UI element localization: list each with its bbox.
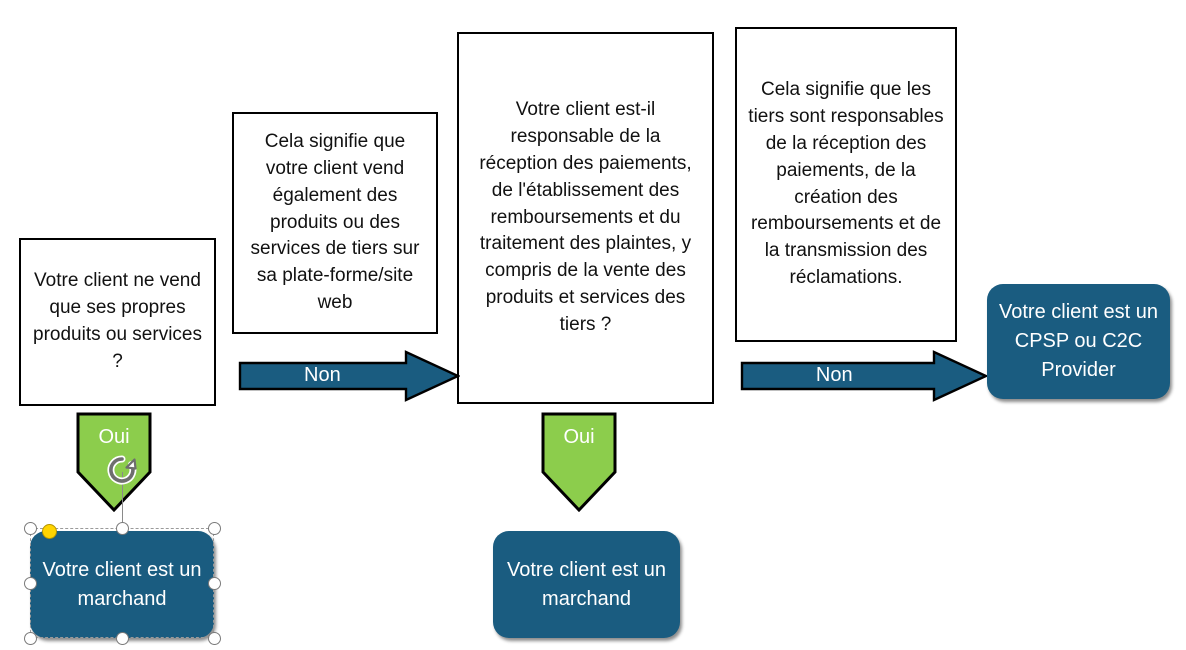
question-box-own-products-text: Votre client ne vend que ses propres pro… [33,270,202,372]
question-box-payment-responsibility[interactable]: Votre client est-il responsable de la ré… [457,32,714,404]
resize-handle-bottom-right[interactable] [207,631,221,645]
arrow-non-2[interactable]: Non [740,350,988,402]
arrow-non-2-shape [740,350,988,402]
result-box-merchant-middle-text: Votre client est un marchand [507,558,666,610]
resize-handle-top-right[interactable] [207,521,221,535]
note-box-third-parties-responsible-text: Cela signifie que les tiers sont respons… [748,78,944,289]
result-box-merchant-middle[interactable]: Votre client est un marchand [493,531,680,638]
corner-radius-adjust-handle[interactable] [41,523,57,539]
note-box-third-parties-responsible[interactable]: Cela signifie que les tiers sont respons… [735,27,957,342]
result-box-merchant-left[interactable]: Votre client est un marchand [30,531,214,638]
rotate-icon-glyph [107,455,137,485]
arrow-non-1[interactable]: Non [238,350,460,402]
result-box-cpsp-c2c-text: Votre client est un CPSP ou C2C Provider [999,301,1158,381]
note-box-third-party-platform-text: Cela signifie que votre client vend égal… [250,130,420,314]
note-box-third-party-platform[interactable]: Cela signifie que votre client vend égal… [232,112,438,334]
arrow-oui-2-shape [541,412,617,512]
result-box-cpsp-c2c[interactable]: Votre client est un CPSP ou C2C Provider [987,284,1170,399]
resize-handle-middle-left[interactable] [23,576,37,590]
resize-handle-bottom-left[interactable] [23,631,37,645]
result-box-merchant-left-text: Votre client est un marchand [42,558,202,610]
rotation-stem [122,472,123,528]
question-box-payment-responsibility-text: Votre client est-il responsable de la ré… [479,98,692,336]
arrow-oui-2[interactable]: Oui [541,412,617,512]
resize-handle-top-center[interactable] [115,521,129,535]
resize-handle-middle-right[interactable] [207,576,221,590]
resize-handle-top-left[interactable] [23,521,37,535]
resize-handle-bottom-center[interactable] [115,631,129,645]
arrow-non-1-shape [238,350,460,402]
question-box-own-products[interactable]: Votre client ne vend que ses propres pro… [19,238,216,406]
rotate-icon[interactable] [107,455,137,485]
